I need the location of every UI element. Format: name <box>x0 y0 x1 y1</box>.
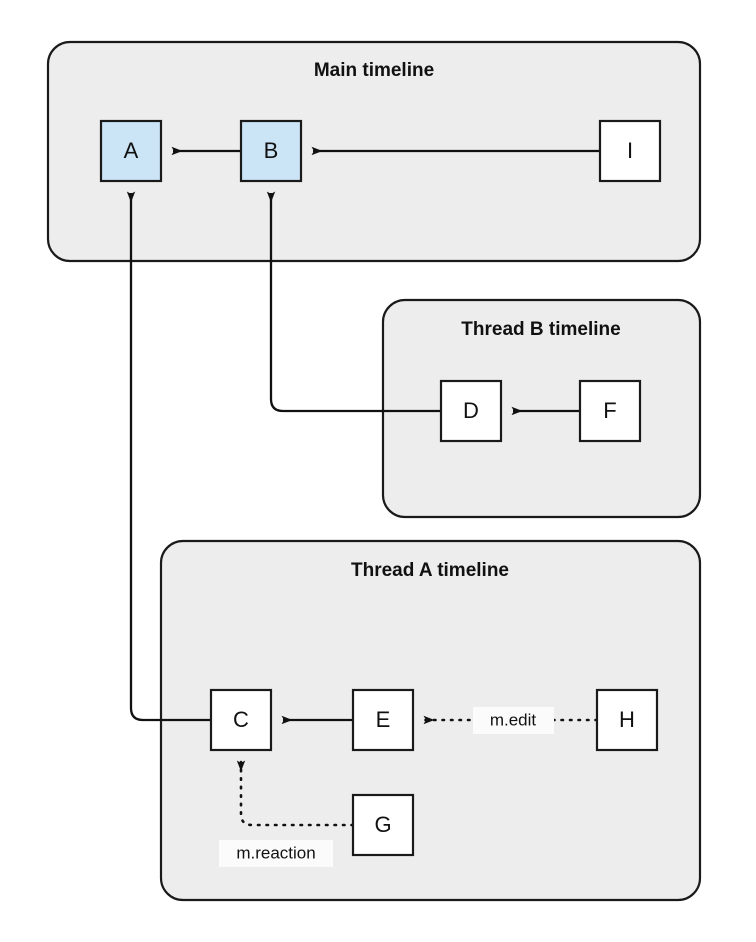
edge-g-to-c <box>236 760 355 827</box>
node-b[interactable]: B <box>239 119 303 183</box>
node-e-box[interactable] <box>351 688 415 752</box>
edge-label-m-reaction-text: m.reaction <box>236 843 315 862</box>
edge-label-m-edit-bg <box>473 707 554 734</box>
node-a-box[interactable] <box>99 119 163 183</box>
group-thread-a-timeline-title: Thread A timeline <box>351 560 509 581</box>
node-i-box[interactable] <box>598 119 662 183</box>
edge-label-m-reaction-bg <box>219 840 333 867</box>
node-i[interactable]: I <box>598 119 662 183</box>
node-h-box[interactable] <box>595 688 659 752</box>
node-c-label: C <box>233 707 249 732</box>
node-e-label: E <box>376 707 391 732</box>
node-c-box[interactable] <box>209 688 273 752</box>
node-d-box[interactable] <box>439 379 503 443</box>
edge-d-to-b <box>266 191 441 413</box>
group-thread-b-timeline-box <box>381 298 702 519</box>
edge-c-to-a <box>126 191 211 722</box>
group-thread-b-timeline-title: Thread B timeline <box>461 319 620 340</box>
node-g-label: G <box>374 812 391 837</box>
node-h-label: H <box>619 707 635 732</box>
node-b-box[interactable] <box>239 119 303 183</box>
group-thread-b-timeline: Thread B timeline <box>381 298 702 519</box>
node-h[interactable]: H <box>595 688 659 752</box>
node-f-label: F <box>603 398 616 423</box>
node-d[interactable]: D <box>439 379 503 443</box>
node-a-label: A <box>124 138 139 163</box>
node-g-box[interactable] <box>351 793 415 857</box>
edge-label-m-reaction: m.reaction <box>219 840 333 867</box>
node-b-label: B <box>264 138 279 163</box>
edge-label-m-edit-text: m.edit <box>490 710 537 729</box>
edge-label-m-edit: m.edit <box>473 707 554 734</box>
node-d-label: D <box>463 398 479 423</box>
node-a[interactable]: A <box>99 119 163 183</box>
node-e[interactable]: E <box>351 688 415 752</box>
group-main-timeline-title: Main timeline <box>314 60 434 81</box>
node-i-label: I <box>627 138 633 163</box>
node-f-box[interactable] <box>578 379 642 443</box>
node-f[interactable]: F <box>578 379 642 443</box>
node-g[interactable]: G <box>351 793 415 857</box>
node-c[interactable]: C <box>209 688 273 752</box>
